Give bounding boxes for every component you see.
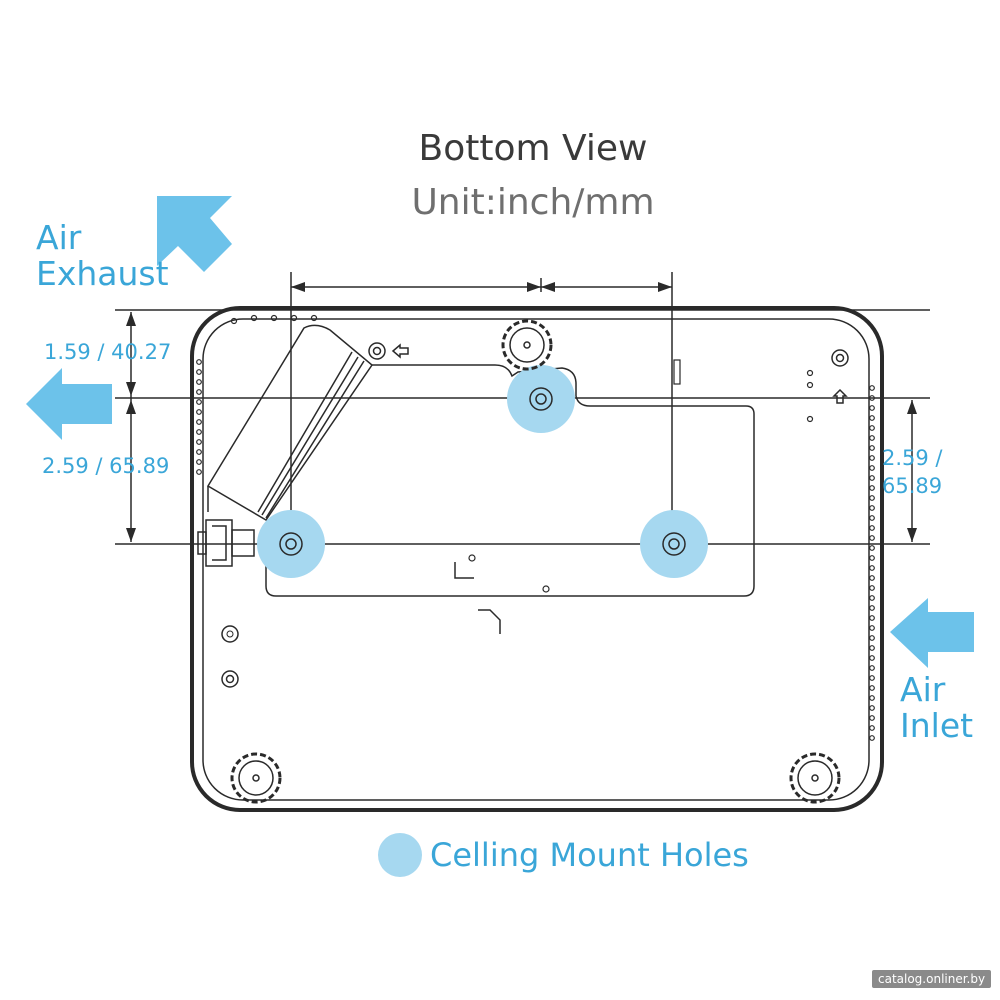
- projector-outer-body: [190, 306, 884, 812]
- dim-top-offset-label: 1.59 / 40.27: [44, 340, 172, 364]
- lens-housing-line: [257, 351, 353, 513]
- small-hole: [806, 381, 814, 389]
- lens-housing: [206, 324, 374, 522]
- screw: [221, 670, 239, 688]
- side-connector-tab: [197, 531, 207, 555]
- adjustable-foot: [230, 752, 282, 804]
- dim-right-spacing-label: 2.59 / 65.89: [882, 444, 943, 500]
- ceiling-mount-hole: [257, 510, 325, 578]
- ceiling-mount-hole: [640, 510, 708, 578]
- diagram-title: Bottom View: [418, 128, 648, 169]
- air-exhaust-arrow-left: [26, 368, 112, 440]
- air-exhaust-label-line1: Air: [36, 218, 82, 257]
- screw-hole: [668, 538, 680, 550]
- dim-left-spacing-label: 2.59 / 65.89: [42, 454, 170, 478]
- screw-hole: [279, 532, 303, 556]
- dim-arrowhead: [541, 282, 555, 292]
- latch: [673, 359, 681, 385]
- air-exhaust-label: Air Exhaust: [36, 220, 169, 292]
- small-hole: [806, 415, 814, 423]
- side-connector: [205, 519, 233, 567]
- adjustable-foot-center: [523, 341, 531, 349]
- adjustable-foot: [501, 319, 553, 371]
- right-vent-holes: [869, 385, 875, 741]
- air-exhaust-label-line2: Exhaust: [36, 254, 169, 293]
- side-connector-detail: [212, 525, 227, 561]
- left-vent-holes: [196, 359, 202, 475]
- screw: [368, 342, 386, 360]
- screw: [225, 674, 235, 684]
- adjustable-foot: [789, 752, 841, 804]
- speaker-grille: [221, 625, 239, 643]
- screw: [835, 353, 845, 363]
- dim-arrowhead: [126, 528, 136, 542]
- legend-label: Celling Mount Holes: [430, 836, 749, 874]
- screw-hole: [662, 532, 686, 556]
- screw-hole: [535, 393, 547, 405]
- dim-right-spacing-line2: 65.89: [882, 474, 943, 498]
- air-inlet-label: Air Inlet: [900, 672, 973, 744]
- air-exhaust-arrow-up-left: [157, 196, 232, 272]
- top-vent-holes: [230, 314, 318, 325]
- mount-plate-outline: [265, 364, 755, 597]
- screw-hole: [285, 538, 297, 550]
- adjustable-foot-center: [252, 774, 260, 782]
- adjustable-foot-center: [811, 774, 819, 782]
- adjustable-foot-inner: [238, 760, 274, 796]
- projector-inner-body: [202, 318, 870, 801]
- dim-right-spacing-line1: 2.59 /: [882, 446, 943, 470]
- adjustable-foot-inner: [509, 327, 545, 363]
- dim-arrowhead: [291, 282, 305, 292]
- dim-arrowhead: [907, 400, 917, 414]
- ceiling-mount-hole: [507, 365, 575, 433]
- small-hole: [542, 585, 550, 593]
- screw: [372, 346, 382, 356]
- corner-mark: [478, 609, 501, 634]
- watermark: catalog.onliner.by: [872, 970, 992, 988]
- side-connector-plug: [231, 529, 255, 557]
- air-inlet-arrow-left: [890, 598, 974, 668]
- screw: [831, 349, 849, 367]
- small-hole: [468, 554, 476, 562]
- speaker-grille-dot: [226, 630, 234, 638]
- direction-arrow-icon: [391, 343, 409, 359]
- legend-mount-hole-swatch: [378, 833, 422, 877]
- lens-housing-line: [265, 360, 365, 519]
- dim-arrowhead: [527, 282, 541, 292]
- dim-arrowhead: [907, 528, 917, 542]
- direction-arrow-icon: [832, 388, 848, 404]
- dim-arrowhead: [126, 400, 136, 414]
- dim-arrowhead: [126, 382, 136, 396]
- lens-housing-line: [261, 356, 359, 516]
- air-inlet-label-line1: Air: [900, 670, 946, 709]
- small-hole: [806, 369, 814, 377]
- adjustable-foot-inner: [797, 760, 833, 796]
- unit-label: Unit:inch/mm: [411, 182, 655, 223]
- corner-mark: [454, 562, 474, 579]
- dim-arrowhead: [658, 282, 672, 292]
- screw-hole: [529, 387, 553, 411]
- air-inlet-label-line2: Inlet: [900, 706, 974, 745]
- dim-arrowhead: [126, 312, 136, 326]
